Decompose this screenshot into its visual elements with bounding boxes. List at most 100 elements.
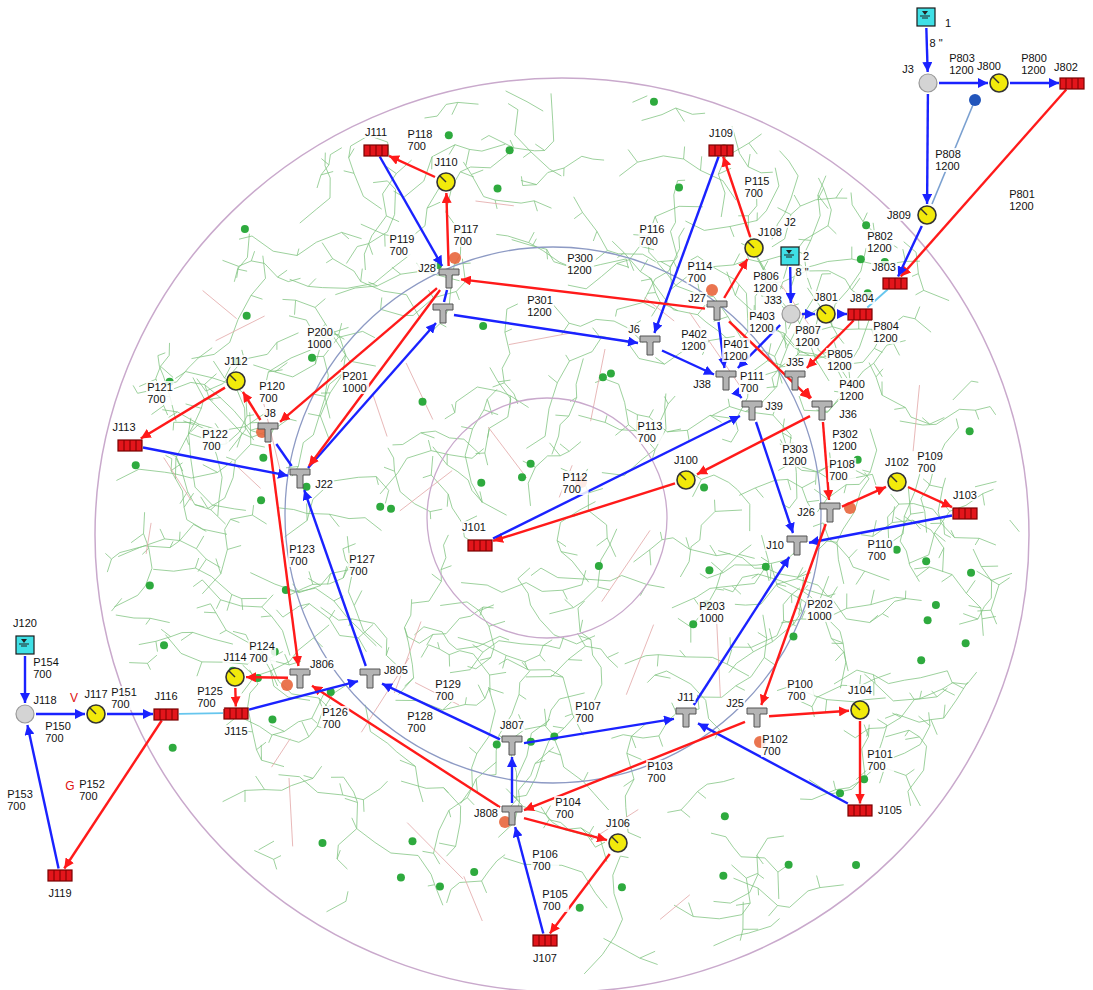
demand-dots — [132, 98, 975, 912]
tee-symbol — [433, 304, 453, 323]
pipe-label: P151 700 — [110, 686, 138, 710]
tee-symbol — [812, 401, 832, 420]
pump-body — [918, 206, 936, 224]
symbol-outline — [468, 540, 492, 551]
valve-ribs — [474, 540, 486, 551]
pipe-line — [246, 676, 288, 679]
demand-dot — [132, 461, 140, 469]
pump-mark — [820, 308, 826, 314]
pipe-label: P102 700 — [761, 733, 789, 757]
pipe-line — [312, 686, 500, 807]
pipe-line — [926, 28, 927, 72]
tee-symbol — [742, 401, 762, 420]
pump-mark — [440, 176, 446, 182]
valve-body — [533, 935, 557, 946]
demand-dot — [259, 454, 267, 462]
junction-label: J115 — [223, 725, 248, 737]
pump-mark — [90, 708, 96, 714]
pump-node: J801 — [816, 304, 836, 324]
pipe-label: P804 1200 — [872, 320, 900, 344]
valve-symbol — [883, 278, 907, 289]
valve-ribs — [715, 145, 727, 156]
pump-mark — [921, 209, 927, 215]
demand-dot — [506, 146, 514, 154]
pipe-line — [769, 711, 849, 716]
pipe-label: P106 700 — [531, 848, 559, 872]
junction-label: J11 — [677, 691, 696, 703]
tee-body — [502, 736, 522, 755]
tee-node: J808 — [501, 804, 523, 826]
service-mains — [105, 91, 1019, 974]
symbol-outline — [676, 470, 696, 490]
tank-level — [21, 639, 27, 643]
demand-dot — [607, 369, 615, 377]
pipe-line — [454, 315, 638, 343]
valve-body — [1060, 78, 1084, 89]
pipe-line — [280, 288, 437, 422]
valve-body — [848, 805, 872, 816]
valve-body — [848, 309, 872, 320]
pump-mark — [748, 242, 754, 248]
tee-symbol — [820, 503, 840, 522]
junction-label: J35 — [785, 356, 805, 368]
demand-dot — [595, 562, 603, 570]
pipe-line — [837, 313, 847, 315]
tee-symbol — [676, 708, 696, 727]
symbol-outline — [608, 833, 628, 853]
demand-dot — [576, 904, 584, 912]
demand-dot — [376, 503, 384, 511]
demand-dot — [618, 883, 626, 891]
pipe-line — [304, 490, 366, 666]
inner-zone — [427, 398, 667, 638]
symbol-outline — [781, 304, 801, 324]
pipe-group — [25, 28, 1066, 934]
symbol-outline — [501, 734, 523, 756]
symbol-outline — [226, 371, 246, 391]
demand-dot — [721, 812, 729, 820]
junction-label: J6 — [627, 323, 641, 335]
pump-body — [745, 239, 763, 257]
junction-label: J805 — [383, 664, 409, 676]
junction-label: J104 — [847, 684, 873, 696]
tank-level — [19, 644, 29, 646]
demand-dot — [962, 639, 970, 647]
symbol-outline — [916, 7, 936, 27]
symbol-outline — [706, 299, 728, 321]
pipe-line — [446, 193, 448, 266]
tee-node: J805 — [359, 667, 381, 689]
pump-body — [817, 305, 835, 323]
pipe-label: P202 1000 — [806, 598, 834, 622]
junction-label: J806 — [309, 658, 335, 670]
pipe-label: P114 700 — [687, 260, 714, 284]
tee-symbol — [640, 336, 660, 355]
valve-node: J111 — [364, 145, 388, 156]
symbol-outline — [154, 709, 178, 720]
demand-dot — [257, 496, 265, 504]
pipe-label: P109 700 — [916, 450, 944, 474]
demand-dot — [470, 868, 478, 876]
demand-dot — [917, 656, 925, 664]
pipe-line — [932, 100, 975, 204]
tee-body — [820, 503, 840, 522]
valve-symbol — [224, 708, 248, 719]
symbol-outline — [784, 369, 806, 391]
pipe-line — [662, 351, 714, 375]
valve-ribs — [54, 870, 66, 881]
tank-level — [786, 250, 792, 254]
symbol-outline — [715, 369, 737, 391]
symbol-outline — [675, 706, 697, 728]
junction-body — [16, 705, 34, 723]
symbol-outline — [709, 145, 733, 156]
junction-label: J39 — [764, 400, 784, 412]
pipe-line — [309, 290, 440, 466]
tee-symbol — [707, 301, 727, 320]
junction-label: J802 — [1053, 61, 1079, 73]
tank-body — [917, 8, 935, 26]
valve-node: J105 — [848, 805, 872, 816]
symbol-outline — [224, 708, 248, 719]
pump-symbol — [609, 834, 627, 852]
valve-node: J804 — [848, 309, 872, 320]
circle-node: J3 — [918, 73, 938, 93]
pipe-label: P402 1200 — [680, 328, 708, 352]
tank-symbol — [917, 8, 935, 26]
